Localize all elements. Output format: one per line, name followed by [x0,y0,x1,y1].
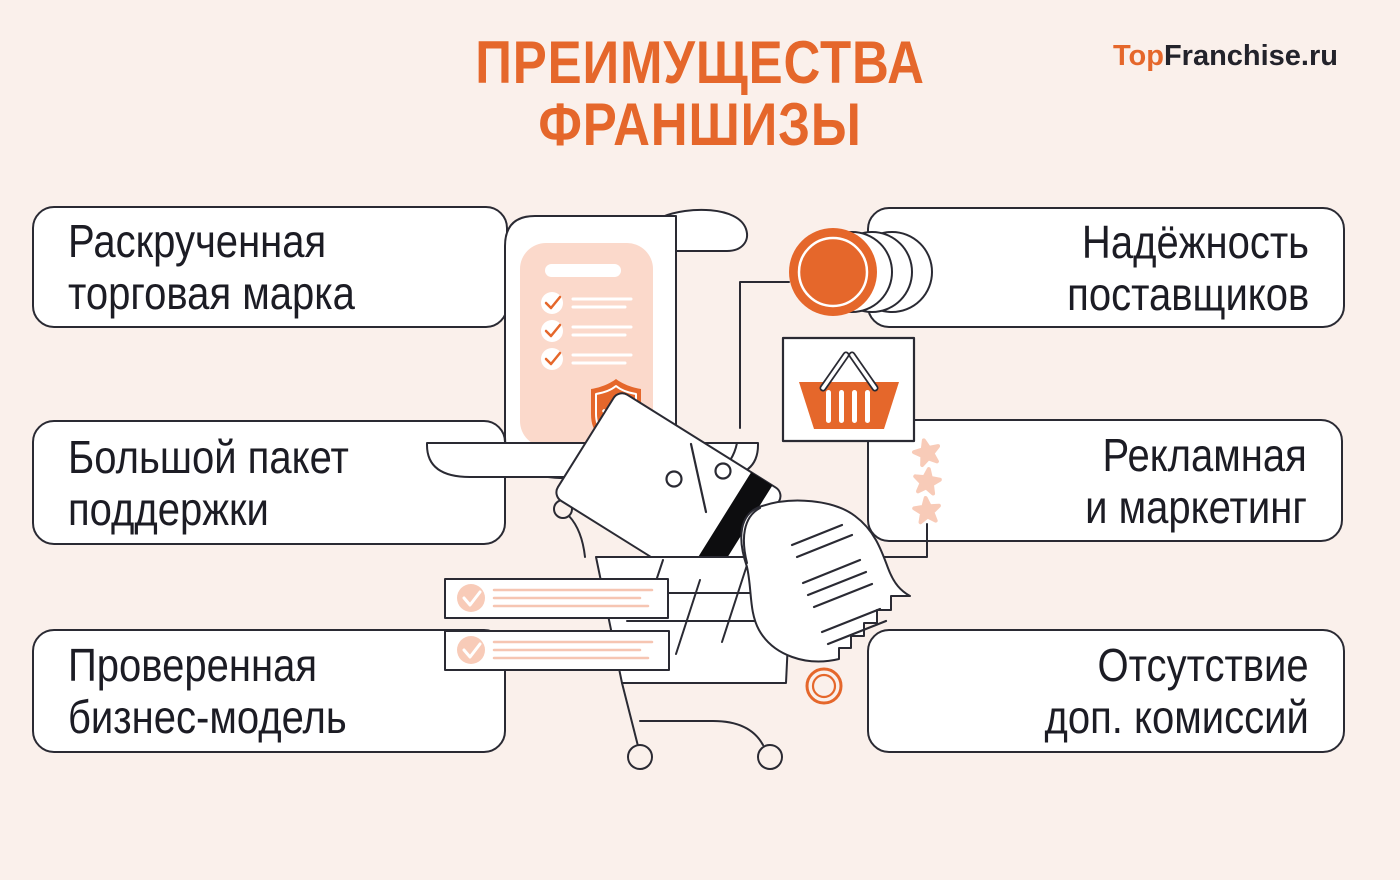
page-title: ПРЕИМУЩЕСТВА ФРАНШИЗЫ [0,32,1400,156]
cart-handle [553,499,586,558]
benefit-box-trademark: Раскрученная торговая марка [32,206,508,328]
page-title-line1: ПРЕИМУЩЕСТВА [475,29,925,96]
benefit-label: Большой пакет [68,430,349,483]
logo-prefix: Top [1112,40,1164,72]
cart-wheels [621,682,783,770]
benefit-label: Раскрученная [68,215,327,267]
checklist-bar-icon [444,578,669,619]
benefit-label: Отсутствие [1097,639,1309,691]
benefit-label: Проверенная [68,639,317,691]
benefit-box-marketing: Рекламная и маркетинг [867,419,1343,542]
benefit-box-support: Большой пакет поддержки [32,420,506,545]
benefit-box-no-commissions: Отсутствие доп. комиссий [867,629,1345,753]
benefit-label: и маркетинг [1085,480,1307,533]
benefit-box-business-model: Проверенная бизнес-модель [32,629,506,753]
benefit-label: торговая марка [68,267,355,319]
topfranchise-logo[interactable]: TopFranchise.ru [1113,40,1338,73]
scroll-checklist-icon [504,208,748,479]
benefit-label: бизнес-модель [68,691,347,743]
credit-card-icon [555,392,782,597]
checklist-row [541,348,633,370]
benefit-label: Надёжность [1081,215,1309,268]
shield-check-icon [591,379,641,447]
checklist-row [541,292,633,314]
logo-suffix: Franchise.ru [1163,40,1338,72]
benefit-box-suppliers: Надёжность поставщиков [867,207,1345,328]
benefit-label: поставщиков [1066,267,1309,320]
benefit-label: Рекламная [1102,428,1307,481]
coin-ring-icon [805,667,843,705]
shopping-cart-icon [595,556,793,684]
page-title-line2: ФРАНШИЗЫ [538,91,862,158]
benefit-label: доп. комиссий [1044,691,1309,743]
benefit-label: поддержки [68,482,269,535]
checklist-row [541,320,633,342]
